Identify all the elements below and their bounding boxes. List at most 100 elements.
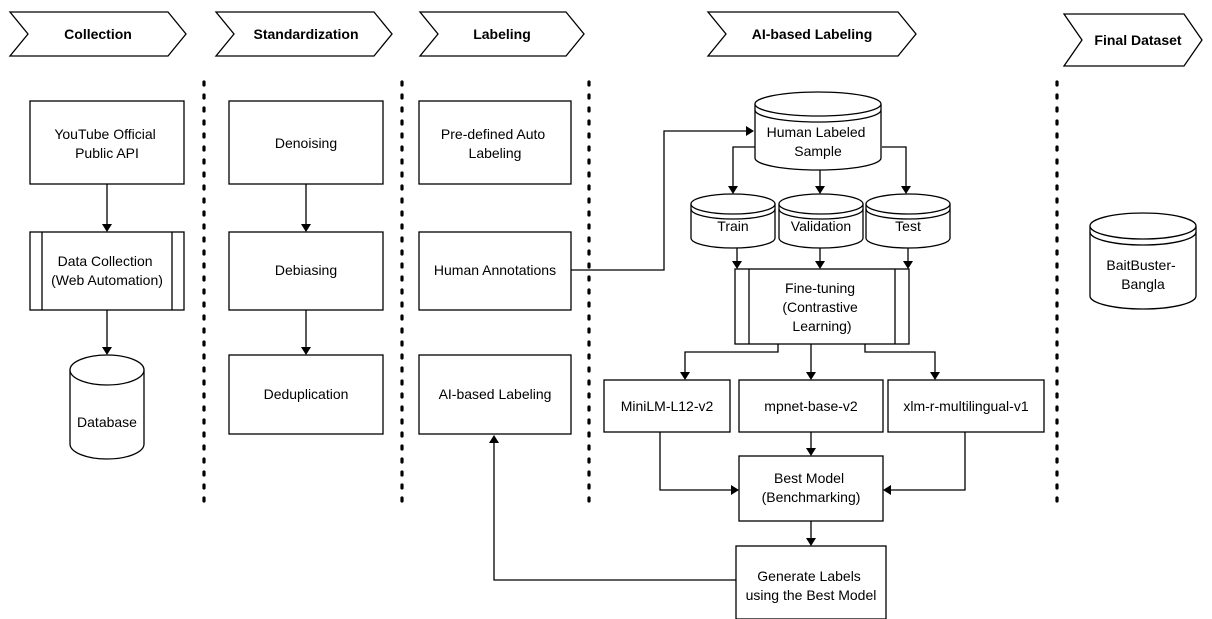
arrowhead: [815, 186, 825, 194]
validation-cylinder-top: [778, 193, 864, 215]
node-database: Database: [69, 354, 145, 460]
stage-labeling-label: Labeling: [473, 26, 531, 42]
arrowhead: [815, 261, 825, 269]
arrowhead: [806, 372, 816, 380]
youtube-api-box: [29, 100, 185, 185]
validation-cylinder-body: [778, 204, 864, 249]
test-cylinder-body: [865, 204, 951, 249]
stage-standardization-label: Standardization: [253, 26, 358, 42]
auto-labeling-line-2: Labeling: [469, 145, 522, 161]
xlmr-box: [887, 379, 1045, 433]
arrowhead: [102, 224, 112, 232]
edge-xlmr-to-best: [891, 432, 966, 491]
chevron-final-dataset: [1062, 13, 1203, 67]
arrowhead: [301, 347, 311, 355]
edges: [102, 126, 966, 581]
youtube-api-line-1: YouTube Official: [54, 126, 155, 142]
validation-label: Validation: [791, 218, 851, 234]
finetuning-label: Fine-tuning (Contrastive Learning): [782, 280, 861, 334]
human-annotations-label: Human Annotations: [434, 262, 556, 278]
best-model-box: [738, 455, 884, 522]
edge-minilm-to-best: [659, 432, 731, 491]
auto-labeling-line-1: Pre-defined Auto: [441, 126, 546, 142]
edge-finetune-to-xlmr: [864, 344, 936, 373]
debiasing-box: [228, 231, 384, 311]
web-automation-line-2: (Web Automation): [51, 272, 163, 288]
best-model-line-2: (Benchmarking): [762, 489, 861, 505]
youtube-api-line-2: Public API: [75, 145, 139, 161]
sample-line-1: Human Labeled: [767, 124, 866, 140]
stage-collection-label: Collection: [64, 26, 132, 42]
deduplication-box: [228, 354, 384, 435]
final-cylinder-ring: [1089, 231, 1197, 246]
node-auto-labeling: Pre-defined Auto Labeling: [418, 100, 572, 185]
mpnet-label: mpnet-base-v2: [764, 398, 858, 414]
node-deduplication: Deduplication: [228, 354, 384, 435]
train-cylinder-top: [690, 193, 776, 215]
web-automation-label: Data Collection (Web Automation): [51, 253, 163, 288]
arrowhead: [806, 448, 816, 456]
ai-labeling-box: [418, 354, 572, 435]
train-cylinder-ring: [690, 208, 776, 220]
final-dataset-label: BaitBuster- Bangla: [1106, 257, 1179, 292]
minilm-box: [603, 379, 731, 433]
final-dataset-line-2: Bangla: [1121, 276, 1165, 292]
edge-sample-to-train: [732, 146, 755, 188]
arrowhead: [806, 538, 816, 546]
generate-labels-line-1: Generate Labels: [757, 568, 861, 584]
final-cylinder-body: [1089, 226, 1197, 310]
xlmr-label: xlm-r-multilingual-v1: [903, 398, 1028, 414]
database-label: Database: [77, 414, 137, 430]
node-youtube-api: YouTube Official Public API: [29, 100, 185, 185]
test-label: Test: [895, 218, 921, 234]
auto-labeling-label: Pre-defined Auto Labeling: [441, 126, 549, 161]
denoising-box: [228, 100, 384, 185]
finetuning-line-2: (Contrastive: [782, 299, 858, 315]
database-cylinder-body: [69, 370, 145, 460]
validation-cylinder-ring: [778, 208, 864, 220]
final-cylinder-top: [1089, 212, 1197, 240]
edge-human-to-sample: [571, 130, 748, 271]
arrowhead: [903, 261, 913, 269]
youtube-api-label: YouTube Official Public API: [54, 126, 159, 161]
finetuning-line-1: Fine-tuning: [785, 280, 855, 296]
node-human-annotations: Human Annotations: [418, 231, 572, 311]
node-debiasing: Debiasing: [228, 231, 384, 311]
arrowhead: [728, 186, 738, 194]
node-ai-labeling: AI-based Labeling: [418, 354, 572, 435]
arrowhead: [732, 261, 742, 269]
stage-collection: Collection: [8, 11, 187, 57]
node-baitbuster-bangla: BaitBuster- Bangla: [1089, 212, 1197, 310]
test-cylinder-top: [865, 193, 951, 215]
arrowhead: [731, 485, 739, 495]
sample-line-2: Sample: [794, 143, 842, 159]
sample-label: Human Labeled Sample: [767, 124, 870, 159]
arrowhead: [930, 372, 940, 380]
arrowhead: [301, 224, 311, 232]
web-automation-line-1: Data Collection: [58, 253, 153, 269]
auto-labeling-box: [418, 100, 572, 185]
best-model-line-1: Best Model: [774, 470, 844, 486]
sample-cylinder-top: [754, 91, 882, 117]
ai-labeling-label: AI-based Labeling: [439, 386, 552, 402]
node-train: Train: [690, 193, 776, 249]
chevron-standardization: [214, 11, 393, 57]
stage-standardization: Standardization: [214, 11, 393, 57]
stage-final-dataset: Final Dataset: [1062, 13, 1203, 67]
arrowhead: [489, 435, 499, 443]
generate-labels-label: Generate Labels using the Best Model: [746, 568, 877, 603]
human-annotations-box: [418, 231, 572, 311]
train-label: Train: [717, 218, 748, 234]
chevron-ai-labeling: [706, 11, 917, 57]
train-cylinder-body: [690, 204, 776, 249]
node-human-labeled-sample: Human Labeled Sample: [754, 91, 882, 171]
arrowhead: [901, 186, 911, 194]
generate-labels-box: [735, 545, 887, 619]
edge-finetune-to-minilm: [684, 344, 779, 373]
best-model-label: Best Model (Benchmarking): [762, 470, 861, 505]
arrowhead: [680, 372, 690, 380]
final-dataset-line-1: BaitBuster-: [1106, 257, 1176, 273]
test-cylinder-ring: [865, 208, 951, 220]
